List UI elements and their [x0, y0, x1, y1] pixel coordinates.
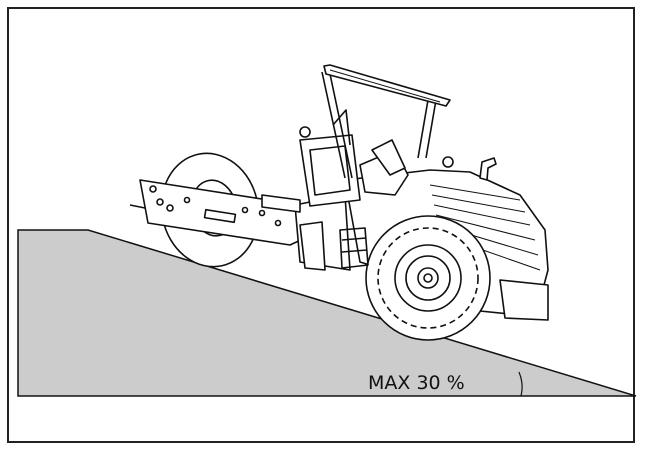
slope-label: MAX 30 %: [368, 372, 465, 394]
slope-angle-arc: [518, 371, 523, 397]
soil-compactor-roller-icon: [129, 64, 549, 341]
slope-ground: [17, 229, 637, 397]
